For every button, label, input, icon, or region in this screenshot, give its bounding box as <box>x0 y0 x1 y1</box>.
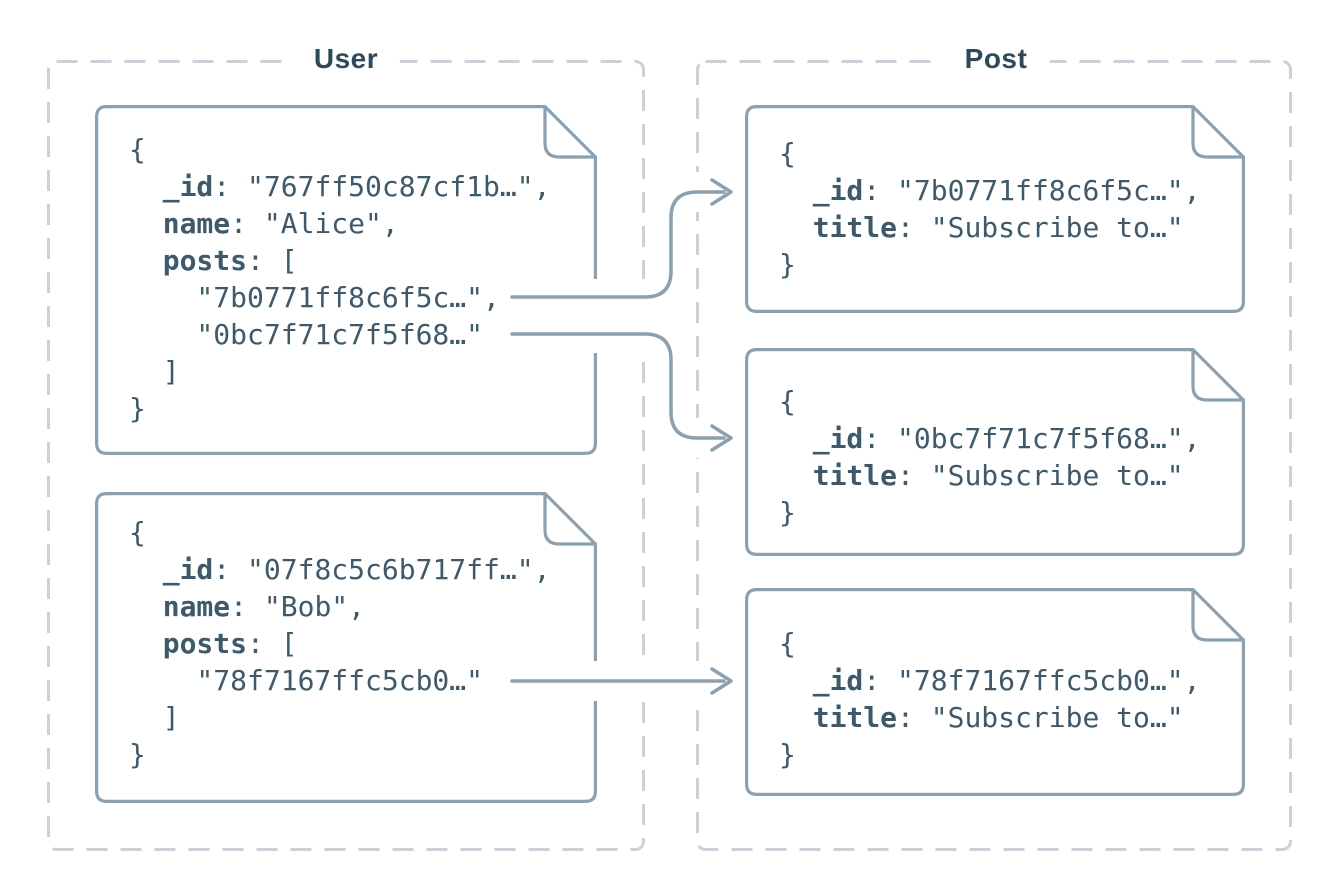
code-line: "78f7167ffc5cb0…" <box>129 664 484 697</box>
post-document-2: { _id: "0bc7f71c7f5f68…", title: "Subscr… <box>745 348 1245 556</box>
user-document-bob: { _id: "07f8c5c6b717ff…", name: "Bob", p… <box>95 492 597 803</box>
code-line: { <box>779 137 796 170</box>
paper-outline <box>95 492 597 803</box>
paper-outline <box>95 105 597 455</box>
page-fold-icon <box>543 105 597 159</box>
code-line: _id: "78f7167ffc5cb0…", <box>779 664 1201 697</box>
document-json: { _id: "07f8c5c6b717ff…", name: "Bob", p… <box>129 514 550 773</box>
user-document-alice: { _id: "767ff50c87cf1b…", name: "Alice",… <box>95 105 597 455</box>
page-fold-icon <box>1191 348 1245 402</box>
code-line: _id: "0bc7f71c7f5f68…", <box>779 422 1201 455</box>
code-line: title: "Subscribe to…" <box>779 459 1184 492</box>
paper-outline <box>745 348 1245 556</box>
code-line: ] <box>129 355 180 388</box>
code-line: } <box>779 496 796 529</box>
code-line: title: "Subscribe to…" <box>779 211 1184 244</box>
code-line: "0bc7f71c7f5f68…" <box>129 318 484 351</box>
code-line: { <box>779 627 796 660</box>
document-paper-icon <box>745 105 1245 313</box>
page-fold-icon <box>1191 588 1245 642</box>
code-line: _id: "7b0771ff8c6f5c…", <box>779 174 1201 207</box>
document-json: { _id: "0bc7f71c7f5f68…", title: "Subscr… <box>779 383 1200 531</box>
code-line: posts: [ <box>129 244 298 277</box>
paper-outline <box>745 588 1245 796</box>
document-json: { _id: "767ff50c87cf1b…", name: "Alice",… <box>129 131 550 427</box>
code-line: title: "Subscribe to…" <box>779 701 1184 734</box>
post-document-1: { _id: "7b0771ff8c6f5c…", title: "Subscr… <box>745 105 1245 313</box>
code-line: name: "Bob", <box>129 590 366 623</box>
document-paper-icon <box>745 348 1245 556</box>
code-line: "7b0771ff8c6f5c…", <box>129 281 500 314</box>
paper-outline <box>745 105 1245 313</box>
user-collection-label: User <box>291 42 401 76</box>
code-line: { <box>129 516 146 549</box>
code-line: { <box>779 385 796 418</box>
code-line: name: "Alice", <box>129 207 399 240</box>
code-line: { <box>129 133 146 166</box>
code-line: _id: "767ff50c87cf1b…", <box>129 170 551 203</box>
page-fold-icon <box>1191 105 1245 159</box>
code-line: } <box>779 738 796 771</box>
document-json: { _id: "7b0771ff8c6f5c…", title: "Subscr… <box>779 135 1200 283</box>
code-line: } <box>129 738 146 771</box>
document-paper-icon <box>95 105 597 455</box>
code-line: _id: "07f8c5c6b717ff…", <box>129 553 551 586</box>
post-document-3: { _id: "78f7167ffc5cb0…", title: "Subscr… <box>745 588 1245 796</box>
code-line: ] <box>129 701 180 734</box>
post-collection-label: Post <box>942 42 1050 76</box>
code-line: posts: [ <box>129 627 298 660</box>
document-paper-icon <box>95 492 597 803</box>
document-paper-icon <box>745 588 1245 796</box>
code-line: } <box>779 248 796 281</box>
code-line: } <box>129 392 146 425</box>
page-fold-icon <box>543 492 597 546</box>
document-json: { _id: "78f7167ffc5cb0…", title: "Subscr… <box>779 625 1200 773</box>
